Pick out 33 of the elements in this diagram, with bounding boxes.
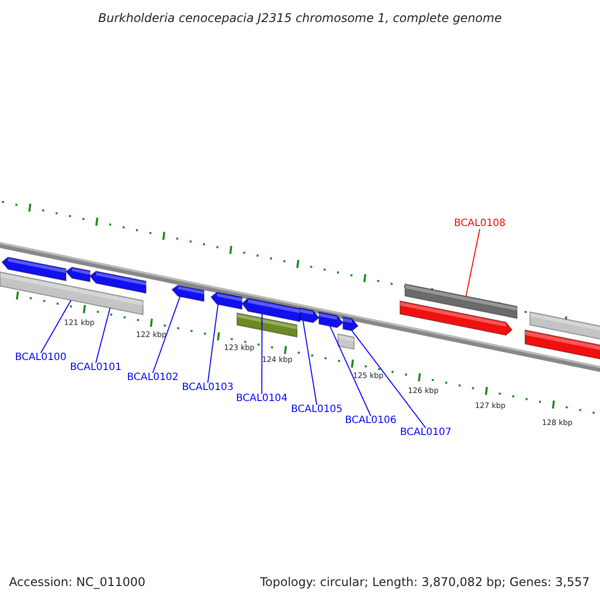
leader-line	[302, 320, 318, 406]
leader-line	[466, 228, 480, 297]
gene-block	[0, 271, 144, 316]
gene-block	[342, 316, 359, 332]
leader-line	[330, 326, 372, 416]
gene-block	[530, 311, 600, 342]
leader-line	[261, 314, 262, 394]
gene-block	[404, 283, 518, 319]
footer-text: Topology: circular; Length: 3,870,082 bp; Genes: 3,557	[260, 576, 590, 588]
gene-label: BCAL0100	[15, 353, 67, 363]
leader-line	[207, 304, 218, 384]
leader-line	[40, 300, 72, 354]
gene-label: BCAL0106	[345, 416, 397, 426]
gene-label: BCAL0104	[236, 394, 288, 404]
gene-block	[210, 292, 242, 310]
gene-label: BCAL0101	[70, 363, 122, 373]
gene-block	[171, 284, 204, 302]
gene-block	[318, 311, 344, 328]
gene-label: BCAL0108	[454, 219, 506, 229]
gene-block	[65, 266, 90, 282]
gene-block	[524, 329, 600, 360]
gene-label: BCAL0105	[291, 405, 343, 415]
title: Burkholderia cenocepacia J2315 chromosome 1, complete genome	[97, 12, 503, 24]
footer-text: Accession: NC_011000	[9, 576, 146, 588]
gene-label: BCAL0107	[400, 428, 452, 438]
gene-label: BCAL0102	[127, 373, 179, 383]
gene-block	[400, 300, 513, 336]
gene-block	[338, 333, 354, 350]
gene-block	[300, 307, 320, 324]
gene-label: BCAL0103	[182, 383, 234, 393]
leader-line	[352, 330, 426, 428]
gene-block	[236, 312, 298, 338]
leader-line	[95, 308, 110, 364]
